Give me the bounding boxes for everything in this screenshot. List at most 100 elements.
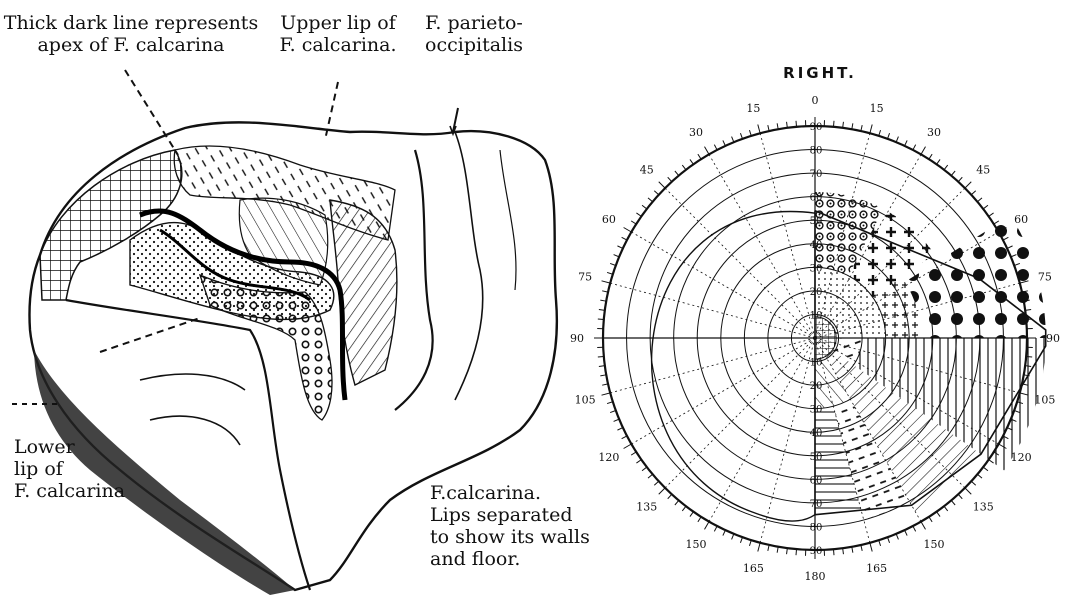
field-rim-tick bbox=[636, 459, 642, 464]
field-rim-tick bbox=[658, 181, 666, 189]
field-rim-tick bbox=[1002, 435, 1009, 440]
field-rim-tick bbox=[988, 212, 994, 217]
field-rim-tick bbox=[713, 144, 718, 151]
angle-label: 165 bbox=[743, 562, 764, 575]
field-rim-tick bbox=[878, 540, 882, 547]
field-rim-tick bbox=[674, 170, 680, 176]
angle-label: 30 bbox=[689, 126, 703, 139]
field-zone-small-crosses bbox=[872, 277, 921, 338]
field-rim-tick bbox=[982, 466, 989, 472]
field-rim-tick bbox=[977, 473, 983, 479]
field-rim-tick bbox=[606, 271, 613, 275]
field-rim-tick bbox=[943, 164, 949, 171]
field-rim-tick bbox=[842, 548, 844, 555]
field-rim-tick bbox=[623, 443, 632, 449]
field-rim-tick bbox=[993, 451, 1000, 456]
field-rim-tick bbox=[1002, 236, 1009, 241]
field-rim-tick bbox=[993, 220, 1000, 225]
angle-label: 120 bbox=[1011, 451, 1032, 464]
field-rim-tick bbox=[860, 125, 863, 132]
field-rim-tick bbox=[613, 418, 620, 422]
hatched-wall-region bbox=[329, 199, 398, 387]
field-rim-tick bbox=[609, 410, 616, 414]
field-spoke bbox=[814, 133, 871, 339]
radius-label-down: 70 bbox=[810, 499, 823, 510]
field-rim-tick bbox=[1014, 262, 1021, 266]
field-rim-tick bbox=[697, 516, 702, 523]
field-rim-tick bbox=[739, 537, 743, 544]
field-rim-tick bbox=[1017, 401, 1024, 405]
field-rim-tick bbox=[697, 153, 702, 160]
field-rim-tick bbox=[630, 451, 637, 456]
field-rim-tick bbox=[731, 533, 735, 540]
field-rim-tick bbox=[1014, 410, 1021, 414]
field-rim-tick bbox=[1021, 383, 1028, 386]
field-rim-tick bbox=[795, 549, 798, 556]
field-rim-tick bbox=[597, 318, 604, 321]
field-spoke bbox=[631, 337, 816, 445]
field-rim-tick bbox=[748, 540, 752, 547]
field-rim-tick bbox=[647, 473, 653, 479]
field-rim-tick bbox=[943, 505, 949, 512]
field-zone-stipple bbox=[815, 267, 886, 338]
field-rim-tick bbox=[998, 443, 1007, 449]
field-rim-tick bbox=[689, 511, 694, 517]
field-rim-tick bbox=[757, 124, 761, 134]
field-zone-rings bbox=[815, 191, 884, 276]
field-rim-tick bbox=[704, 521, 710, 530]
field-rim-tick bbox=[1025, 365, 1032, 367]
field-rim-tick bbox=[869, 542, 873, 552]
field-rim-tick bbox=[722, 529, 726, 536]
field-rim-tick bbox=[869, 124, 873, 134]
field-zone-diagonal-2 bbox=[815, 356, 851, 409]
field-rim-tick bbox=[630, 220, 637, 225]
angle-label: 165 bbox=[866, 562, 887, 575]
field-rim-tick bbox=[617, 245, 624, 249]
field-rim-tick bbox=[767, 544, 770, 551]
field-rim-tick bbox=[653, 480, 660, 486]
field-rim-tick bbox=[609, 262, 616, 266]
angle-label: 105 bbox=[1034, 394, 1055, 407]
field-rim-tick bbox=[887, 132, 891, 139]
radius-label-down: 60 bbox=[810, 475, 823, 486]
field-rim-tick bbox=[936, 511, 941, 517]
field-rim-tick bbox=[623, 227, 632, 233]
field-rim-tick bbox=[713, 525, 718, 532]
field-rim-tick bbox=[1019, 392, 1029, 396]
field-rim-tick bbox=[832, 549, 835, 556]
angle-label: 60 bbox=[1014, 213, 1028, 226]
field-spoke bbox=[814, 337, 966, 489]
field-rim-tick bbox=[1010, 254, 1017, 258]
field-rim-tick bbox=[1023, 299, 1030, 302]
radius-label-down: 10 bbox=[810, 358, 823, 369]
field-rim-tick bbox=[887, 537, 891, 544]
angle-label: 0 bbox=[812, 94, 819, 107]
field-rim-tick bbox=[1017, 271, 1024, 275]
field-rim-tick bbox=[928, 153, 933, 160]
field-rim-tick bbox=[920, 521, 926, 530]
field-zone-horizontal bbox=[815, 406, 861, 515]
field-rim-tick bbox=[957, 493, 963, 500]
field-rim-tick bbox=[1023, 374, 1030, 377]
radius-label-up: 20 bbox=[810, 287, 823, 298]
radius-label-up: 90 bbox=[810, 122, 823, 133]
field-rim-tick bbox=[757, 542, 761, 552]
field-rim-tick bbox=[667, 176, 673, 183]
field-rim-tick bbox=[982, 204, 989, 210]
angle-label: 90 bbox=[570, 332, 584, 345]
field-rim-tick bbox=[964, 181, 972, 189]
field-rim-tick bbox=[786, 121, 788, 128]
angle-label: 30 bbox=[927, 126, 941, 139]
field-rim-tick bbox=[936, 159, 941, 165]
field-rim-tick bbox=[598, 309, 605, 311]
field-rim-tick bbox=[988, 459, 994, 464]
field-rim-tick bbox=[1010, 418, 1017, 422]
angle-label: 60 bbox=[602, 213, 616, 226]
radius-label-down: 30 bbox=[810, 405, 823, 416]
field-rim-tick bbox=[1019, 280, 1029, 284]
field-rim-tick bbox=[795, 120, 798, 127]
angle-label: 75 bbox=[578, 270, 592, 283]
field-spoke bbox=[759, 337, 816, 543]
angle-label: 45 bbox=[640, 164, 654, 177]
